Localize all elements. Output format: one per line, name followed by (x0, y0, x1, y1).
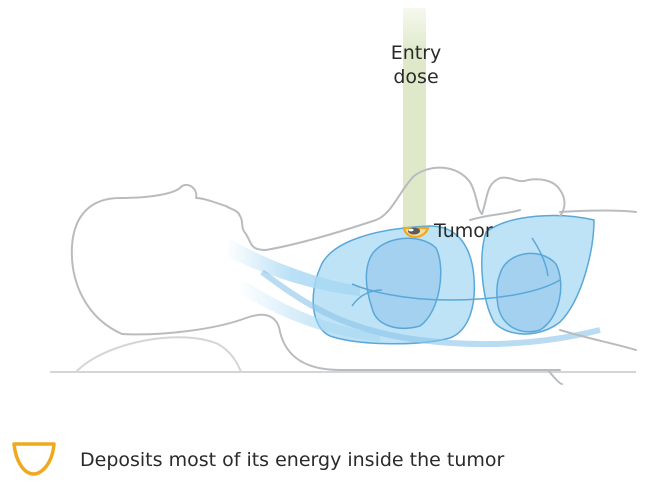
tumor-highlight (408, 228, 414, 232)
entry-label-line1: Entry (390, 42, 442, 64)
legend-text: Deposits most of its energy inside the t… (80, 449, 505, 471)
tumor-label: Tumor (434, 220, 493, 242)
organs (226, 214, 601, 348)
tumor-marker (402, 226, 430, 239)
legend-half-circle-icon (12, 442, 56, 476)
airway-upper (226, 238, 360, 296)
entry-beam (403, 8, 426, 230)
airway-lower (238, 278, 380, 342)
bronchus-right (531, 237, 549, 277)
entry-label-line2: dose (393, 66, 439, 88)
spine-curve (260, 269, 601, 348)
pillow (75, 336, 242, 373)
bronchi-lines (351, 279, 561, 301)
bronchus-left (351, 289, 383, 307)
heart (365, 237, 442, 329)
body-outline (70, 166, 637, 385)
